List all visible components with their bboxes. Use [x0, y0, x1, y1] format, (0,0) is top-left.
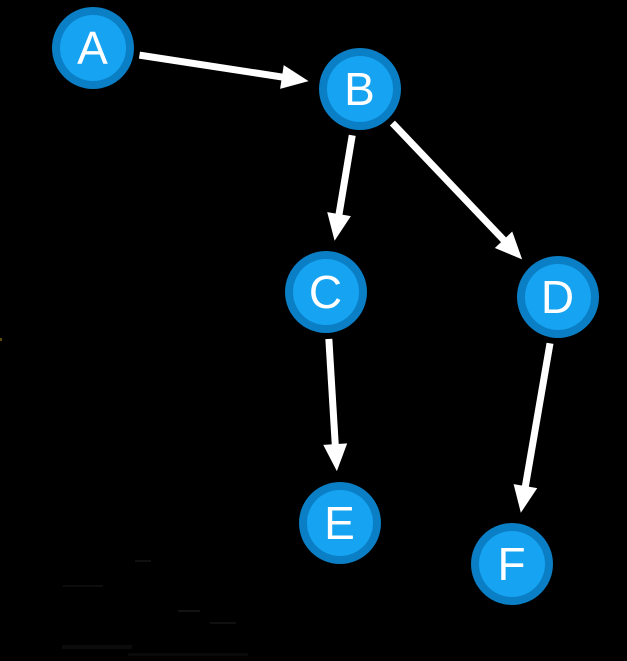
- node-C: C: [285, 251, 367, 333]
- node-C-circle: [293, 259, 359, 325]
- background-artifact: [62, 645, 132, 649]
- edge-D-F: [521, 342, 554, 489]
- node-C-label: C: [309, 266, 343, 318]
- node-E-label: E: [324, 497, 356, 549]
- arrowhead-B-D: [494, 231, 523, 260]
- node-A-label: A: [77, 22, 109, 74]
- node-F-label: F: [497, 538, 526, 590]
- background-artifact: [63, 585, 103, 587]
- arrowhead-D-F: [513, 484, 538, 513]
- node-B-label: B: [344, 63, 376, 115]
- node-A-circle: [60, 15, 126, 81]
- node-D-label: D: [541, 271, 575, 323]
- node-B-circle: [327, 56, 393, 122]
- edge-A-B: [138, 51, 285, 81]
- background-artifact: [135, 560, 151, 562]
- arrowhead-B-C: [327, 212, 351, 241]
- arrowhead-C-E: [323, 443, 348, 472]
- node-F-circle: [479, 531, 545, 597]
- background-artifact: [178, 610, 200, 612]
- node-E: E: [299, 482, 381, 564]
- background-artifact: [0, 338, 2, 341]
- edge-B-C: [335, 134, 356, 217]
- background-artifact: [210, 622, 236, 624]
- node-A: A: [52, 7, 134, 89]
- node-D-circle: [525, 264, 591, 330]
- background-artifact: [128, 653, 248, 656]
- edge-B-D: [389, 120, 508, 244]
- node-B: B: [319, 48, 401, 130]
- arrowhead-A-B: [280, 65, 309, 89]
- node-D: D: [517, 256, 599, 338]
- edge-C-E: [325, 338, 339, 447]
- node-E-circle: [307, 490, 373, 556]
- node-F: F: [471, 523, 553, 605]
